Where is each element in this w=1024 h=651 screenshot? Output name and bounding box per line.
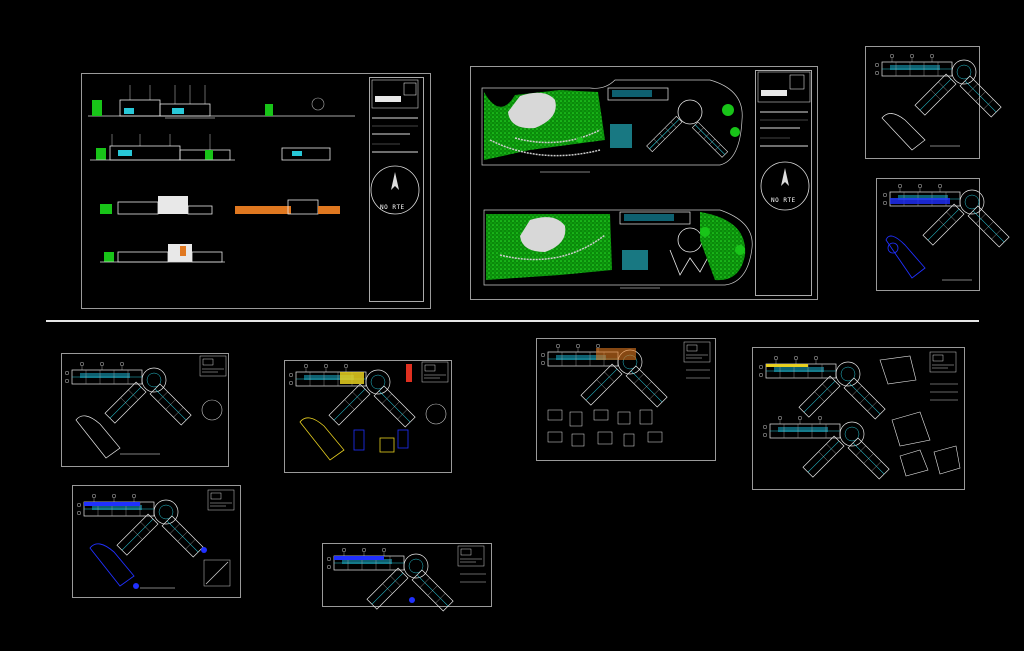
north-label: NO RTE [380, 204, 405, 211]
site-plan-upper [481, 79, 743, 173]
sheet-details-2[interactable] [752, 347, 965, 490]
title-block [369, 77, 424, 302]
sheet-floor-plan-b[interactable] [876, 178, 980, 291]
elevation-4 [100, 244, 225, 263]
title-block [755, 70, 812, 296]
site-plan-lower [483, 209, 753, 289]
north-arrow-icon [760, 161, 810, 211]
title-block-1-details [370, 79, 420, 215]
elevation-1 [88, 85, 355, 119]
sheet-floor-plan-a[interactable] [865, 46, 980, 159]
north-label: NO RTE [771, 197, 796, 204]
title-block-2-details [757, 71, 811, 211]
sheet-elevations[interactable]: NO RTE [81, 73, 431, 309]
separator-line [46, 320, 979, 322]
elevation-3 [100, 196, 340, 215]
north-arrow-icon [370, 165, 420, 215]
detail-grid [547, 409, 663, 447]
sheet-plan-2[interactable] [284, 360, 452, 473]
sheet-plan-1[interactable] [61, 353, 229, 467]
elevation-2 [90, 134, 331, 161]
sheet-plan-4[interactable] [322, 543, 492, 607]
sheet-plan-3[interactable] [72, 485, 241, 598]
sheet-site-plan[interactable]: NO RTE [470, 66, 818, 300]
sheet-details-1[interactable] [536, 338, 716, 461]
